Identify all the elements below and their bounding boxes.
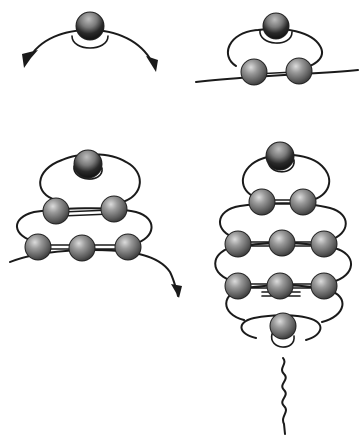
step-4-panel — [214, 141, 352, 435]
step-2-bead-row2-a — [240, 58, 268, 86]
step-2-thread-bead-loop — [259, 29, 293, 44]
step-3-bead-row2-b — [100, 195, 128, 223]
step-4-bead-row3-c — [310, 230, 338, 258]
step-4-bead-row2-a — [248, 188, 276, 216]
step-3-bead-row3-c — [114, 233, 142, 261]
step-1-bead-top — [75, 11, 105, 41]
step-1-arrow-head-icon — [146, 56, 158, 72]
step-3-thread-bead-loop — [73, 165, 103, 180]
step-2-bead-row2-b — [285, 57, 313, 85]
step-3-thread-middle-loop — [16, 207, 153, 245]
step-4-bead-row3-b — [268, 229, 296, 257]
step-4-bead-top — [265, 141, 295, 171]
step-2-thread-base — [195, 69, 359, 83]
step-2-bead-top — [262, 12, 290, 40]
step-3-arrow-head-icon — [171, 284, 182, 298]
step-1-thread-loop — [71, 35, 109, 49]
step-4-bead-row2-b — [289, 188, 317, 216]
step-4-bead-bottom — [269, 312, 297, 340]
step-2-thread-top-loop — [226, 27, 323, 69]
step-4-bead-row4-a — [224, 272, 252, 300]
step-4-thread-tail — [281, 357, 287, 435]
step-3-bead-row3-a — [24, 233, 52, 261]
step-1-arrow-tail-icon — [22, 50, 38, 68]
step-2-panel — [195, 12, 359, 86]
step-3-bead-row3-b — [68, 234, 96, 262]
step-4-bead-row3-a — [224, 230, 252, 258]
step-1-panel — [22, 11, 158, 72]
step-3-bead-top — [73, 149, 103, 179]
step-3-panel — [9, 149, 182, 298]
step-4-bead-row4-b — [266, 272, 294, 300]
step-4-thread-bottom-loop — [271, 333, 295, 348]
step-3-bead-row2-a — [42, 197, 70, 225]
step-4-bead-row4-c — [310, 272, 338, 300]
